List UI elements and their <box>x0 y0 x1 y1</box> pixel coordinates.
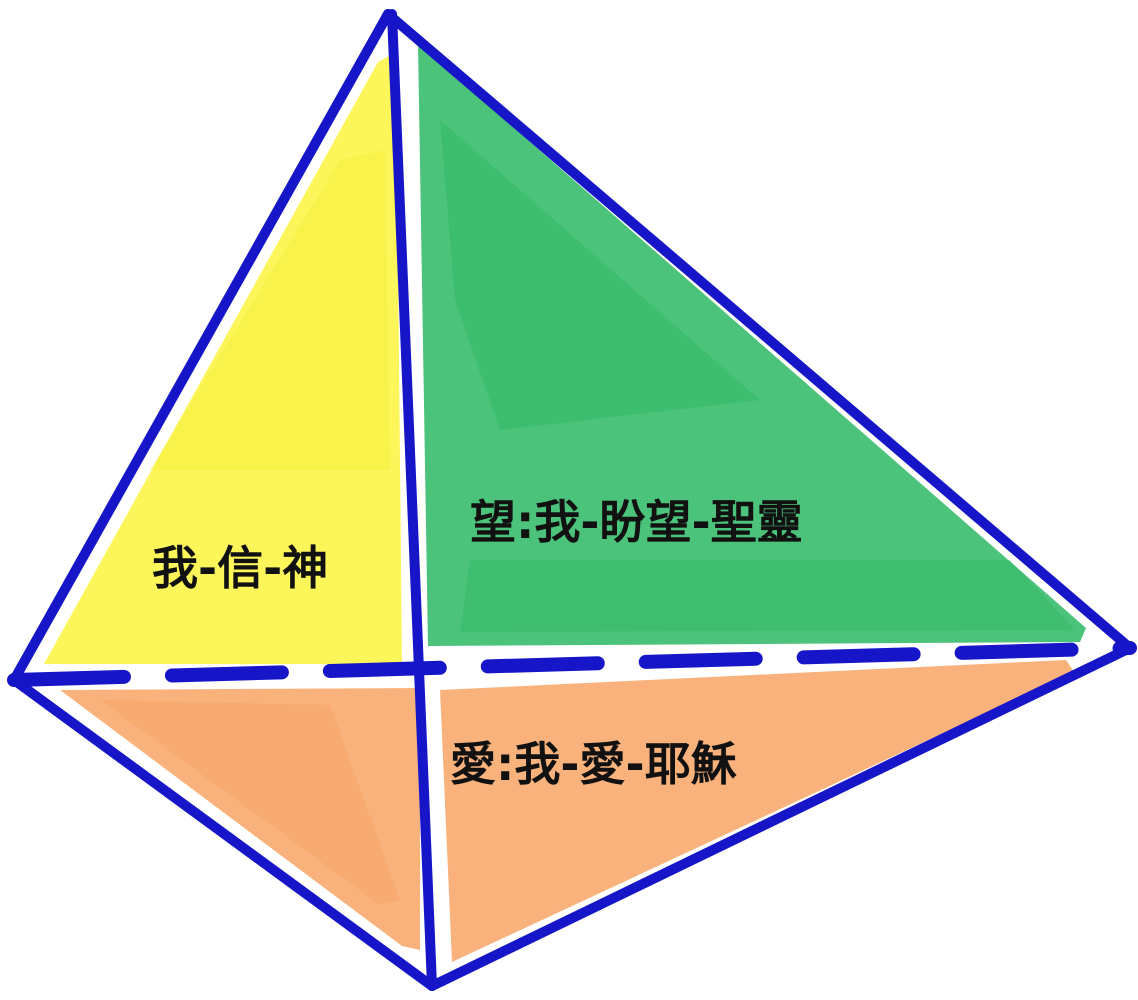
edge-apex-bottom <box>387 9 437 991</box>
face-labels: 我-信-神 望:我-盼望-聖靈 愛:我-愛-耶穌 <box>152 495 803 791</box>
edges <box>7 9 1137 991</box>
faith-face <box>44 52 402 664</box>
edge-hidden-dashed <box>7 641 1137 687</box>
love-face-left <box>60 688 420 950</box>
hope-face <box>418 44 1086 646</box>
edge-left-bottom <box>9 675 437 991</box>
face-fills <box>44 44 1086 962</box>
faith-label: 我-信-神 <box>152 541 328 595</box>
hope-face-streak <box>440 120 760 430</box>
edge-apex-right <box>383 9 1135 653</box>
hope-face-streak-2 <box>460 560 1075 632</box>
love-face-right <box>440 660 1074 962</box>
love-label: 愛:我-愛-耶穌 <box>450 737 738 791</box>
love-face-streak <box>100 700 400 905</box>
edge-right-bottom <box>427 643 1135 991</box>
hope-label: 望:我-盼望-聖靈 <box>470 495 803 549</box>
edge-apex-left <box>9 9 393 685</box>
faith-face-streak <box>150 150 390 470</box>
